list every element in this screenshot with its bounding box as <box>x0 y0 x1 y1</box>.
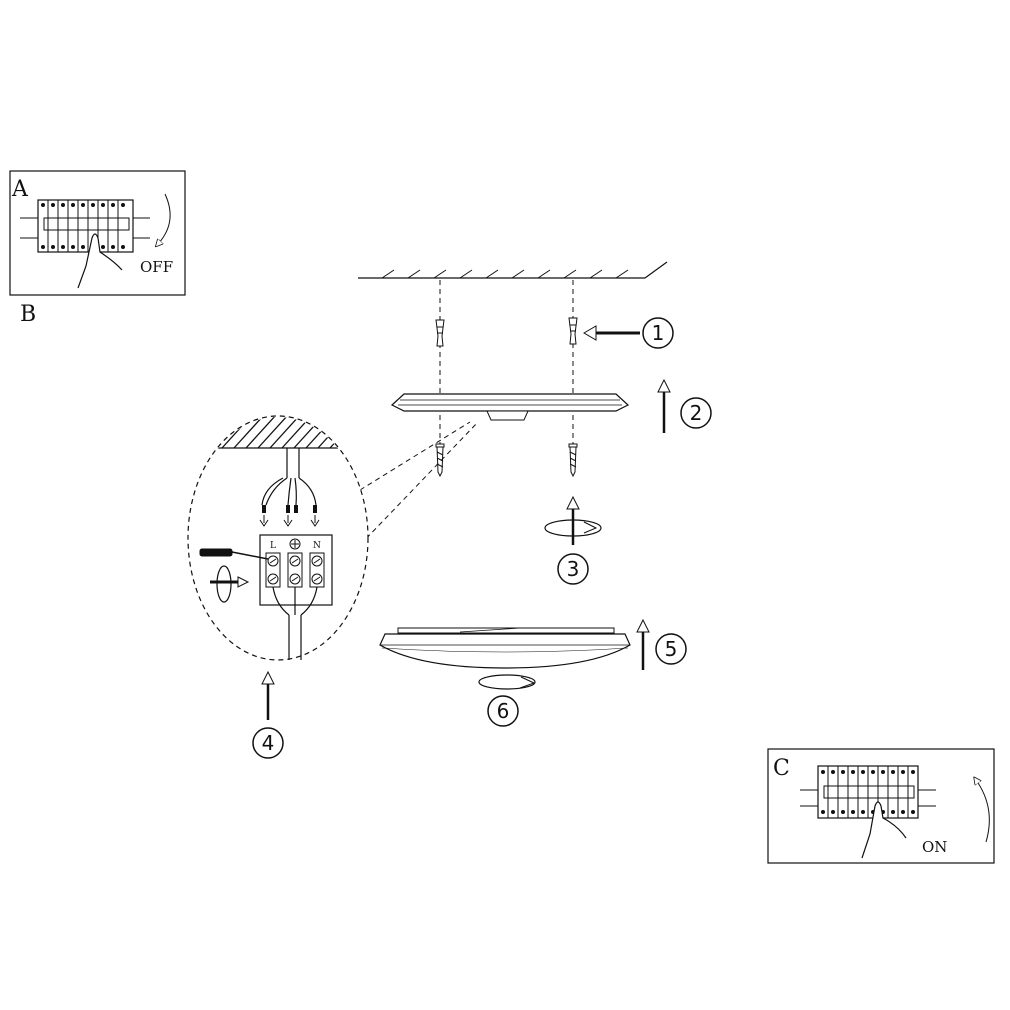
drill-guide-lines <box>439 280 574 470</box>
breaker-box-c <box>800 765 936 819</box>
terminal-live-label: L <box>270 541 276 551</box>
mounting-plate <box>390 393 630 421</box>
rotate-arrow-icon <box>544 519 602 537</box>
step-6-rotate-icon <box>478 674 536 690</box>
ceiling <box>358 261 668 279</box>
wire-ends <box>262 505 317 513</box>
panel-b-letter: B <box>20 302 36 327</box>
step-3-badge: 3 <box>557 553 589 585</box>
screw-left <box>435 443 445 478</box>
step-5-badge: 5 <box>655 633 687 665</box>
rotate-arrow-icon <box>158 193 171 244</box>
svg-text:5: 5 <box>665 637 678 661</box>
step-1-arrow <box>583 325 640 341</box>
insert-arrows <box>259 515 320 527</box>
step-1-badge: 1 <box>642 317 674 349</box>
panel-a: A OFF <box>9 170 186 296</box>
panel-c: C <box>767 748 995 864</box>
panel-c-caption: ON <box>922 838 947 856</box>
svg-text:4: 4 <box>262 731 275 755</box>
screw-right <box>568 443 578 478</box>
step-2-arrow <box>657 378 671 433</box>
wall-plug-left <box>435 319 445 347</box>
svg-text:6: 6 <box>497 699 510 723</box>
step-4-arrow <box>261 670 275 720</box>
svg-text:1: 1 <box>652 321 665 345</box>
mains-cable <box>261 448 317 506</box>
panel-a-letter: A <box>11 177 29 202</box>
wall-plug-right <box>568 317 578 345</box>
zoom-leader-lines <box>359 421 479 546</box>
step-6-badge: 6 <box>487 695 519 727</box>
fixture-cable <box>272 586 318 660</box>
screwdriver-icon <box>199 548 269 560</box>
hand-icon <box>77 233 123 289</box>
step-2-badge: 2 <box>680 397 712 429</box>
step-5-arrow <box>636 618 650 670</box>
tighten-arrow-icon <box>210 565 250 603</box>
rotate-arrow-icon <box>976 780 990 843</box>
svg-text:2: 2 <box>690 401 703 425</box>
step-3-arrow <box>544 495 602 545</box>
panel-c-letter: C <box>773 756 790 781</box>
terminal-neutral-label: N <box>313 541 321 551</box>
breaker-box-a <box>20 199 150 253</box>
svg-text:3: 3 <box>567 557 580 581</box>
terminal-block: L N <box>259 534 333 606</box>
wiring-detail-bubble: L N <box>187 415 369 661</box>
panel-a-caption: OFF <box>140 258 173 276</box>
step-4-badge: 4 <box>252 727 284 759</box>
lamp-body <box>379 627 631 669</box>
hand-icon <box>861 801 907 859</box>
